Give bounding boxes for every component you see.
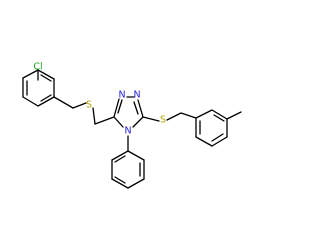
bond	[40, 74, 52, 82]
molecule-structure-diagram: Cl S N N N S	[22, 62, 242, 189]
bond	[114, 176, 126, 184]
atom-label-nitrogen-n2: N	[133, 90, 140, 101]
bond	[213, 114, 225, 122]
bond	[195, 109, 213, 119]
atom-label-nitrogen-n4: N	[124, 126, 131, 137]
bond	[37, 69, 55, 80]
bond	[22, 96, 39, 107]
atom-label-nitrogen-n1: N	[118, 90, 125, 101]
atom-label-sulfur-left: S	[86, 100, 92, 111]
bond	[166, 112, 182, 121]
bond	[111, 150, 129, 161]
atom-label-layer: Cl S N N N S	[33, 62, 166, 137]
bond	[22, 69, 39, 79]
bond	[92, 107, 96, 125]
bond	[195, 136, 213, 147]
bond	[137, 99, 144, 118]
atom-label-sulfur-right: S	[160, 115, 166, 126]
bond	[142, 116, 160, 122]
bond	[114, 155, 126, 163]
bond	[211, 109, 228, 120]
bond	[127, 150, 145, 161]
bond	[133, 101, 139, 115]
bond	[37, 96, 55, 107]
bond	[211, 133, 224, 142]
bond	[132, 116, 144, 128]
bond	[127, 178, 145, 189]
bond	[53, 96, 74, 109]
bond	[113, 98, 120, 118]
bond	[180, 112, 197, 119]
bond	[40, 94, 52, 102]
bond	[94, 116, 115, 125]
bond	[111, 178, 129, 189]
atom-label-chlorine: Cl	[33, 62, 42, 73]
bond	[113, 116, 124, 128]
bond	[72, 102, 87, 109]
bond	[117, 99, 123, 114]
bond	[226, 111, 242, 120]
bond-layer	[22, 69, 242, 189]
bond	[211, 136, 228, 147]
